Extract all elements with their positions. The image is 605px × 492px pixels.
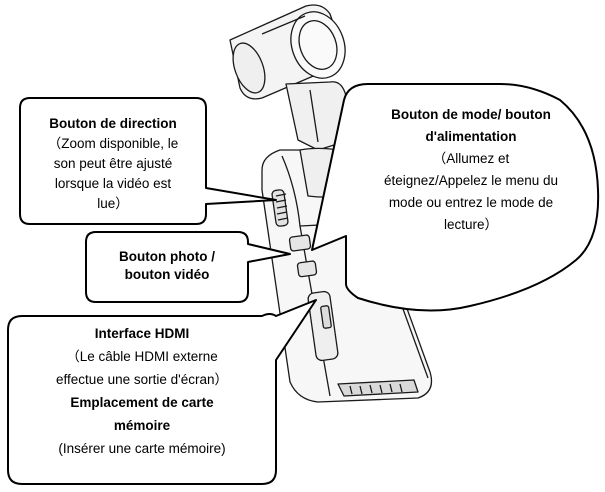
callout-photo: Bouton photo / bouton vidéo: [88, 248, 246, 284]
callout-mode-desc-line-4: lecture）: [443, 217, 499, 232]
callout-hdmi-desc-line-1: （Le câble HDMI externe: [66, 349, 218, 364]
callout-mode-desc-line-1: （Allumez et: [432, 151, 510, 166]
gimbal-camera-head: [229, 4, 346, 100]
callout-direction-desc-line-4: lue）: [97, 196, 129, 211]
callout-direction-desc-line-1: （Zoom disponible, le: [47, 136, 179, 151]
callout-mode-desc-line-3: mode ou entrez le mode de: [388, 195, 554, 210]
callout-hdmi: Interface HDMI （Le câble HDMI externe ef…: [12, 322, 272, 460]
callout-mode-title-line-2: d'alimentation: [425, 129, 517, 144]
callout-memory-title-line-2: mémoire: [113, 418, 171, 433]
callout-mode-title-line-1: Bouton de mode/ bouton: [391, 107, 551, 122]
callout-photo-title-line-2: bouton vidéo: [124, 267, 210, 282]
callout-mode-desc-line-2: éteignez/Appelez le menu du: [383, 173, 559, 188]
callout-photo-title-line-1: Bouton photo /: [119, 249, 215, 264]
callout-memory-desc: (Insérer une carte mémoire): [58, 441, 226, 456]
callout-direction-title: Bouton de direction: [49, 116, 177, 131]
callout-mode: Bouton de mode/ bouton d'alimentation （A…: [352, 104, 590, 236]
callout-direction-desc-line-3: lorsque la vidéo est: [54, 176, 172, 191]
callout-direction-desc-line-2: son peut être ajusté: [53, 156, 173, 171]
callout-direction: Bouton de direction （Zoom disponible, le…: [22, 114, 204, 214]
callout-memory-title-line-1: Emplacement de carte: [70, 395, 214, 410]
callout-hdmi-desc-line-2: effectue une sortie d'écran）: [56, 372, 228, 387]
callout-hdmi-title: Interface HDMI: [94, 326, 190, 341]
